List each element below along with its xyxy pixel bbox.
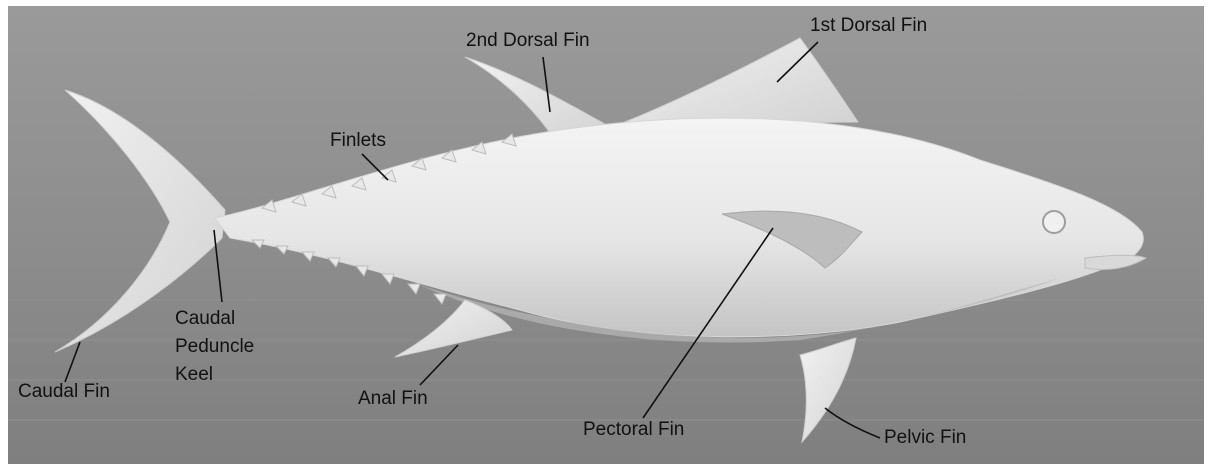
label-pectoral-fin: Pectoral Fin <box>583 420 684 441</box>
label-caudal-peduncle-keel: Caudal Peduncle Keel <box>175 305 254 389</box>
label-caudal-fin: Caudal Fin <box>18 382 110 403</box>
label-finlets: Finlets <box>330 131 386 152</box>
eye-shape <box>1043 211 1065 233</box>
label-pelvic-fin: Pelvic Fin <box>884 428 966 449</box>
label-line: Keel <box>175 361 254 389</box>
label-line: Caudal <box>175 305 254 333</box>
label-line: Peduncle <box>175 333 254 361</box>
label-anal-fin: Anal Fin <box>358 389 428 410</box>
label-first-dorsal-fin: 1st Dorsal Fin <box>810 16 927 37</box>
label-second-dorsal-fin: 2nd Dorsal Fin <box>466 31 590 52</box>
